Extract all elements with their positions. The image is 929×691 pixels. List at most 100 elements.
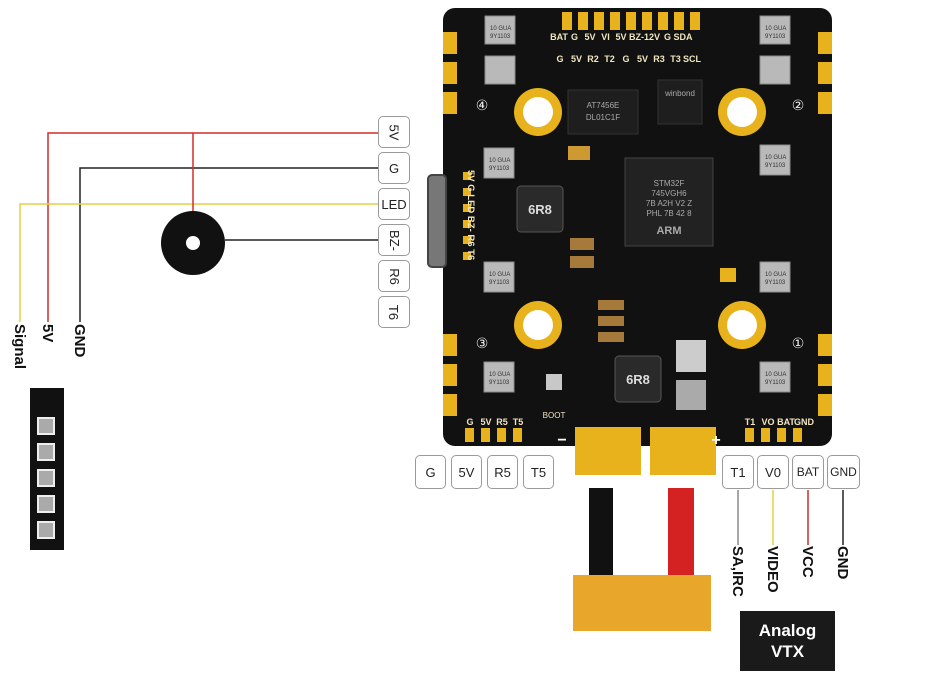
boot-button — [546, 374, 562, 390]
pad-label: 5V — [615, 32, 626, 42]
vtx-wiring — [737, 490, 844, 545]
passives — [570, 238, 624, 342]
wire-5v-led — [47, 132, 378, 322]
cap-text: 9Y1103 — [489, 380, 510, 386]
pad-label: R5 — [496, 417, 508, 427]
mount-number: ① — [792, 336, 805, 352]
pad-label: G — [622, 54, 629, 64]
chip-text: 745VGH6 — [651, 189, 687, 198]
pad-label: T5 — [513, 417, 524, 427]
chip-text: STM32F — [654, 179, 685, 188]
pad-label: VO — [761, 417, 774, 427]
label-g: G — [378, 152, 410, 184]
mounting-holes — [514, 88, 766, 349]
battery-connector — [573, 488, 711, 631]
capacitors — [483, 15, 791, 393]
pad-label: VI — [601, 32, 610, 42]
label-bat: BAT — [792, 455, 824, 489]
pad-label: 5V — [637, 54, 648, 64]
pad-label: R2 — [587, 54, 599, 64]
chip-text: AT7456E — [587, 101, 620, 110]
plus-pad-label: + — [711, 432, 720, 449]
osd-chip — [567, 89, 639, 135]
bottom-small-pads — [465, 428, 802, 442]
pad-label: 12V — [644, 32, 660, 42]
vtx-wire-video: VIDEO — [764, 546, 781, 593]
inductor-2 — [614, 355, 662, 403]
pad-label: G — [466, 417, 473, 427]
label-t6: T6 — [378, 296, 410, 328]
label-bottom-g: G — [415, 455, 446, 489]
led-wire-signal: Signal — [11, 324, 28, 370]
pad-label: SDA — [673, 32, 693, 42]
flash-chip — [657, 79, 703, 125]
cap-text: 10 GUA — [490, 26, 511, 32]
led-pads — [37, 417, 55, 539]
left-pad-text: 5V G LED BZ- R6 T6 — [465, 170, 476, 260]
label-bottom-r5: R5 — [487, 455, 518, 489]
cap-text: 10 GUA — [489, 272, 510, 278]
label-5v: 5V — [378, 116, 410, 148]
xt60-plug — [573, 575, 711, 631]
small-chip-2 — [720, 268, 736, 282]
pad-label: G — [664, 32, 671, 42]
led-wiring — [19, 132, 378, 322]
label-bottom-5v: 5V — [451, 455, 482, 489]
plus-battery-pad — [650, 427, 716, 475]
mcu-chip — [624, 157, 714, 247]
led-wire-5v: 5V — [39, 324, 56, 343]
pad-label: T2 — [604, 54, 615, 64]
cap-text: 10 GUA — [489, 158, 510, 164]
cap-text: 9Y1103 — [490, 34, 511, 40]
inductor-1 — [516, 185, 564, 233]
wire-signal-led — [19, 203, 378, 322]
flight-controller-board: 10 GUA 9Y1103 10 GUA 9Y1103 10 GUA 9Y110… — [427, 8, 832, 475]
chip-text: ARM — [656, 225, 681, 237]
pad-label: SCL — [683, 54, 702, 64]
vtx-wire-gnd: GND — [834, 546, 851, 580]
label-t1: T1 — [722, 455, 754, 489]
inductor-label: 6R8 — [528, 202, 552, 217]
buzzer — [161, 211, 225, 275]
wire-gnd-led — [79, 167, 378, 322]
label-r6: R6 — [378, 260, 410, 292]
cap-text: 10 GUA — [765, 155, 786, 161]
label-bottom-t5: T5 — [523, 455, 554, 489]
mount-numbers: ④ ② ③ ① — [476, 98, 805, 352]
flash-chip-text: winbond — [664, 89, 695, 98]
pad-label: GND — [794, 417, 815, 427]
inductor2-label: 6R8 — [626, 372, 650, 387]
label-bz: BZ- — [378, 224, 410, 256]
top-pads — [562, 12, 700, 30]
pad-label: T3 — [670, 54, 681, 64]
capacitor-labels: 10 GUA 9Y1103 10 GUA 9Y1103 10 GUA 9Y110… — [489, 26, 786, 386]
pad-label: 5V — [571, 54, 582, 64]
cap-text: 9Y1103 — [765, 34, 786, 40]
led-wire-gnd: GND — [71, 324, 88, 358]
minus-battery-pad — [575, 427, 641, 475]
pad-label: BAT — [550, 32, 568, 42]
cap-text: 9Y1103 — [489, 280, 510, 286]
label-gnd: GND — [827, 455, 860, 489]
pad-label: T1 — [745, 417, 756, 427]
positive-lead — [668, 488, 694, 576]
analog-vtx-box: Analog VTX — [740, 611, 835, 671]
cap-text: 9Y1103 — [765, 280, 786, 286]
pad-label: R3 — [653, 54, 665, 64]
mount-number: ② — [792, 98, 805, 114]
pad-label: 5V — [584, 32, 595, 42]
mount-number: ④ — [476, 98, 489, 114]
minus-pad-label: − — [557, 432, 566, 449]
chip-text: PHL 7B 42 8 — [646, 209, 692, 218]
osd-chip-text: AT7456E DL01C1F — [586, 101, 620, 122]
cap-text: 9Y1103 — [765, 380, 786, 386]
small-chip — [568, 146, 590, 160]
pad-label: BZ- — [629, 32, 644, 42]
boot-label: BOOT — [543, 411, 566, 420]
usb-port — [427, 174, 447, 268]
label-v0: V0 — [757, 455, 789, 489]
edge-pads — [443, 32, 832, 416]
mcu-chip-text: STM32F 745VGH6 7B A2H V2 Z PHL 7B 42 8 A… — [646, 179, 692, 237]
